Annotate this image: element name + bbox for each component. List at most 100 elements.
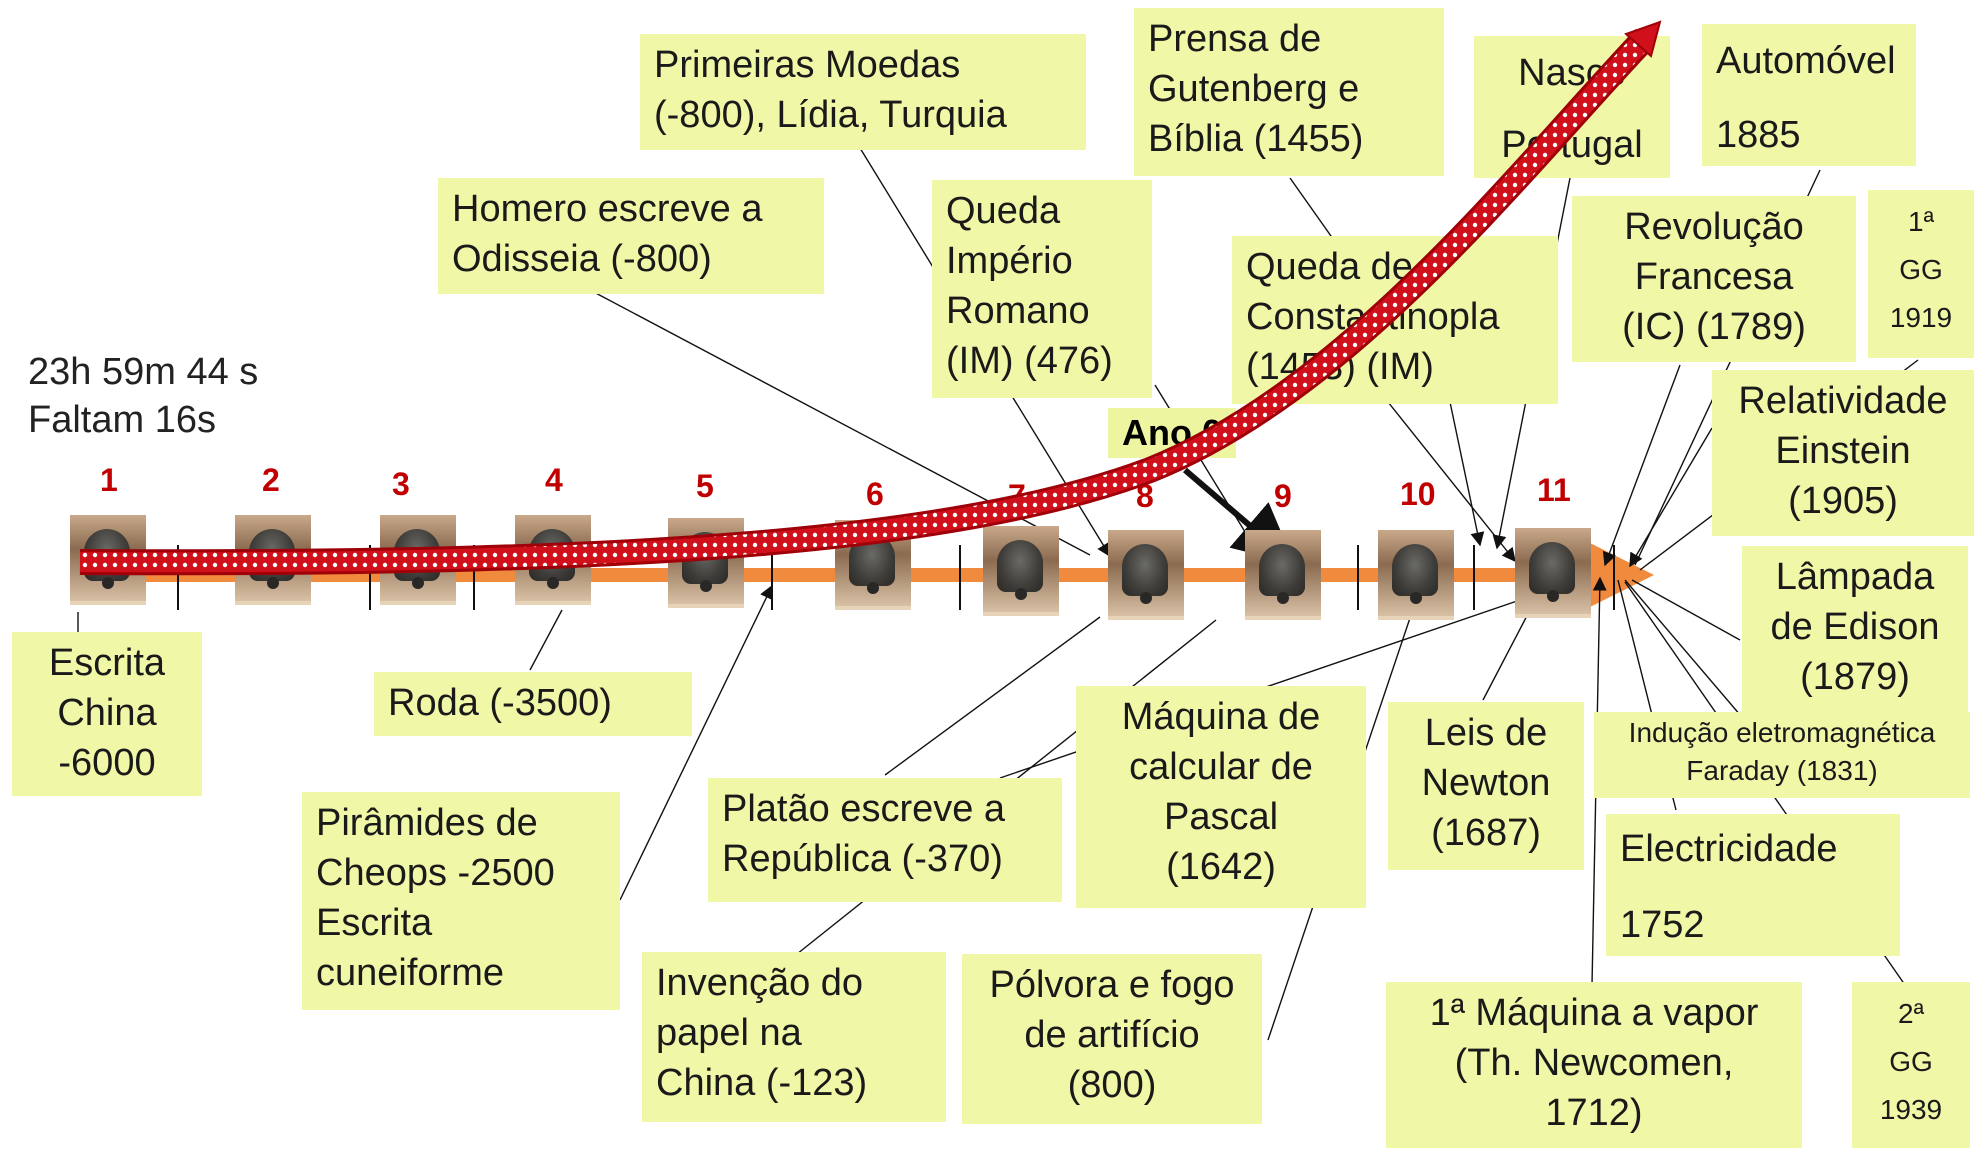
- note-portugal: Nasce Portugal: [1474, 36, 1670, 178]
- note-line: (IC) (1789): [1622, 306, 1806, 348]
- note-roda: Roda (-3500): [374, 672, 692, 736]
- note-line: 1ª Máquina a vapor: [1429, 992, 1759, 1034]
- bell-icon: [1515, 528, 1591, 618]
- hour-number: 8: [1136, 478, 1154, 514]
- note-line: Máquina de: [1121, 696, 1321, 738]
- note-line: (Th. Newcomen,: [1454, 1042, 1734, 1084]
- bell-icon: [668, 518, 744, 608]
- note-line: GG: [1899, 254, 1943, 285]
- note-line: Pirâmides de: [316, 802, 538, 844]
- note-line: Pascal: [1163, 796, 1279, 838]
- note-line: Escrita: [48, 642, 166, 684]
- note-relatividade: Relatividade Einstein (1905): [1712, 370, 1974, 536]
- note-line: Bíblia (1455): [1148, 118, 1364, 160]
- note-line: Cheops -2500: [316, 852, 555, 894]
- connector-piramides: [619, 584, 773, 901]
- note-queda-roma: Queda Império Romano (IM) (476): [932, 180, 1152, 398]
- note-line: Roda (-3500): [388, 682, 612, 724]
- hour-number: 5: [696, 468, 714, 504]
- note-newton: Leis de Newton (1687): [1388, 702, 1584, 870]
- note-line: Constantinopla: [1246, 296, 1500, 338]
- bell-icon: [380, 515, 456, 605]
- note-line: Faraday (1831): [1686, 755, 1878, 786]
- note-gg1: 1ª GG 1919: [1868, 190, 1974, 358]
- note-pascal: Máquina de calcular de Pascal (1642): [1076, 686, 1366, 908]
- note-line: Homero escreve a: [452, 188, 763, 230]
- bell-icon: [515, 515, 591, 605]
- hour-number: 2: [262, 462, 280, 498]
- bell-icon: [983, 526, 1059, 616]
- note-line: Gutenberg e: [1148, 68, 1360, 110]
- hour-number: 7: [1008, 478, 1026, 514]
- hour-number: 6: [866, 476, 884, 512]
- note-line: Império: [946, 240, 1073, 282]
- note-line: 1ª: [1908, 206, 1934, 237]
- note-papel: Invenção do papel na China (-123): [642, 952, 946, 1122]
- note-line: República (-370): [722, 838, 1003, 880]
- connector-lampada: [1631, 579, 1741, 641]
- connector-constantinopla-2: [1449, 401, 1485, 547]
- note-line: 1919: [1889, 302, 1953, 333]
- note-line: (1879): [1800, 656, 1910, 698]
- hour-number: 3: [392, 466, 410, 502]
- clock-time: 23h 59m 44 s: [28, 351, 259, 393]
- note-line: 1752: [1620, 904, 1705, 946]
- note-line: Platão escreve a: [722, 788, 1006, 830]
- note-line: Primeiras Moedas: [654, 44, 961, 86]
- hour-number: 10: [1400, 476, 1436, 512]
- note-line: Francesa: [1634, 256, 1794, 298]
- note-line: cuneiforme: [316, 952, 504, 994]
- note-line: Escrita: [316, 902, 433, 944]
- note-line: Odisseia (-800): [452, 238, 712, 280]
- connector-revolucao: [1602, 364, 1681, 567]
- note-line: (1687): [1431, 812, 1541, 854]
- connector-platao: [884, 616, 1101, 776]
- note-line: Revolução: [1624, 206, 1804, 248]
- note-line: 1885: [1716, 114, 1801, 156]
- connector-newton: [1482, 609, 1531, 701]
- note-line: China: [57, 692, 157, 734]
- note-line: Pólvora e fogo: [989, 964, 1235, 1006]
- note-line: Prensa de: [1148, 18, 1322, 60]
- hour-number: 11: [1537, 472, 1571, 508]
- note-line: Invenção do: [656, 962, 864, 1004]
- clock-readout: 23h 59m 44 s Faltam 16s: [28, 348, 258, 444]
- bell-icon: [835, 520, 911, 610]
- note-line: Automóvel: [1716, 40, 1896, 82]
- hour-number: 4: [545, 462, 563, 498]
- note-line: 2ª: [1898, 998, 1924, 1029]
- note-line: (-800), Lídia, Turquia: [654, 94, 1007, 136]
- note-line: 1939: [1879, 1094, 1943, 1125]
- hour-number: 9: [1274, 478, 1292, 514]
- note-line: Electricidade: [1620, 828, 1838, 870]
- note-line: (IM) (476): [946, 340, 1113, 382]
- note-homero: Homero escreve a Odisseia (-800): [438, 178, 824, 294]
- connector-relatividade: [1629, 427, 1713, 568]
- note-platao: Platão escreve a República (-370): [708, 778, 1062, 902]
- bell-icon: [1245, 530, 1321, 620]
- note-moedas: Primeiras Moedas (-800), Lídia, Turquia: [640, 34, 1086, 150]
- note-faraday: Indução eletromagnética Faraday (1831): [1594, 712, 1970, 798]
- note-line: Queda: [946, 190, 1061, 232]
- note-line: de artifício: [1024, 1014, 1200, 1056]
- note-piramides: Pirâmides de Cheops -2500 Escrita cuneif…: [302, 792, 620, 1010]
- bell-icon: [70, 515, 146, 605]
- note-gg2: 2ª GG 1939: [1852, 982, 1970, 1148]
- note-automovel: Automóvel 1885: [1702, 24, 1916, 166]
- note-line: Queda de: [1246, 246, 1413, 288]
- note-line: Portugal: [1501, 124, 1643, 166]
- note-line: China (-123): [656, 1062, 868, 1104]
- note-line: papel na: [656, 1012, 802, 1054]
- note-gutenberg: Prensa de Gutenberg e Bíblia (1455): [1134, 8, 1444, 176]
- note-polvora: Pólvora e fogo de artifício (800): [962, 954, 1262, 1124]
- note-line: -6000: [58, 742, 156, 784]
- bell-icon: [1108, 530, 1184, 620]
- note-line: (800): [1067, 1064, 1157, 1106]
- clock-remaining: Faltam 16s: [28, 399, 216, 441]
- note-line: Newton: [1421, 762, 1551, 804]
- note-line: Romano: [946, 290, 1090, 332]
- note-constantinopla: Queda de Constantinopla (1453) (IM): [1232, 236, 1558, 404]
- note-line: Einstein: [1775, 430, 1911, 472]
- note-line: 1712): [1545, 1092, 1643, 1134]
